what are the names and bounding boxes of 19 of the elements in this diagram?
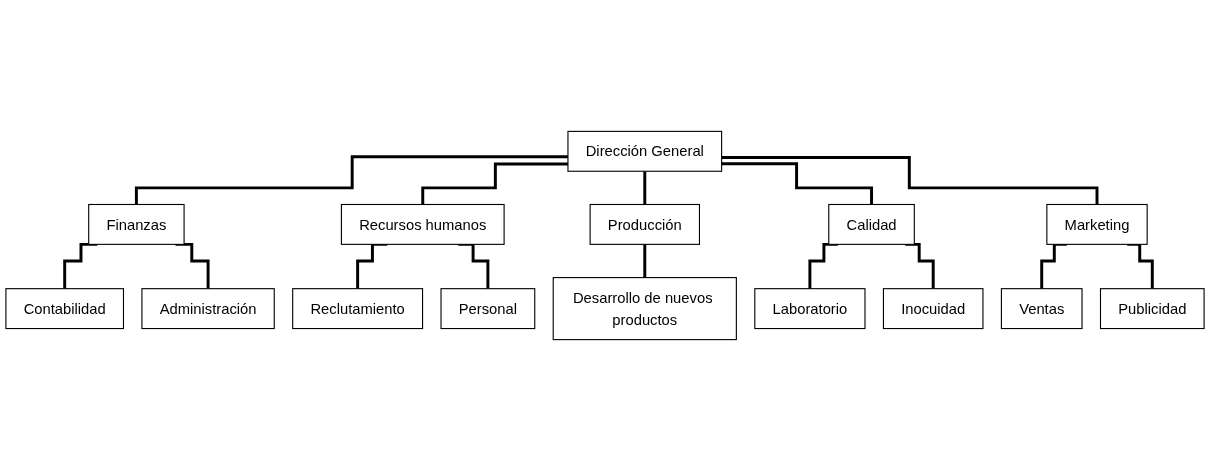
node-box: Personal [440,288,536,330]
node-box: Contabilidad [5,288,125,330]
node-box: Publicidad [1099,288,1205,330]
connector [134,155,568,206]
node-box: Recursos humanos [340,203,505,245]
node-box: Producción [589,203,700,245]
node-box: Dirección General [567,130,723,172]
node-box: Inocuidad [882,288,984,330]
node-box: Reclutamiento [292,288,424,330]
connector [721,162,874,206]
node-box: Finanzas [88,203,185,245]
node-box: Laboratorio [754,288,866,330]
node-box: Desarrollo de nuevos productos [552,277,737,341]
node-box: Calidad [828,203,915,245]
node-box: Ventas [1000,288,1083,330]
node-box: Marketing [1046,203,1148,245]
connector [721,156,1099,206]
node-box: Administración [141,288,275,330]
connector [421,162,568,206]
